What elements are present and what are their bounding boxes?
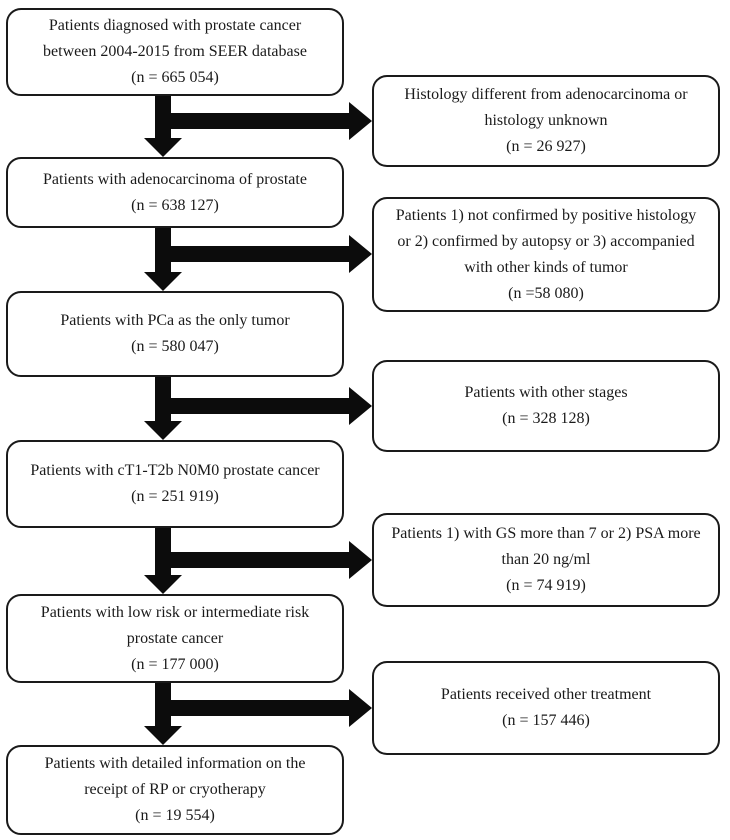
box-line: Histology different from adenocarcinoma …	[404, 86, 688, 103]
excl-box-confirmation: Patients 1) not confirmed by positive hi…	[372, 197, 720, 312]
branch-arrow-shaft-1	[160, 113, 350, 129]
flow-box-adenocarcinoma: Patients with adenocarcinoma of prostate…	[6, 157, 344, 228]
box-line: (n = 19 554)	[135, 807, 215, 824]
box-line: Patients with cT1-T2b N0M0 prostate canc…	[30, 462, 320, 479]
down-arrowhead-1	[144, 138, 182, 157]
box-line: or 2) confirmed by autopsy or 3) accompa…	[397, 232, 695, 250]
down-arrowhead-3	[144, 421, 182, 440]
box-line: Patients received other treatment	[440, 686, 652, 703]
box-line: between 2004-2015 from SEER database	[43, 43, 307, 60]
box-line: (n = 251 919)	[131, 488, 219, 505]
branch-arrow-shaft-3	[160, 398, 350, 414]
branch-arrow-shaft-4	[160, 552, 350, 568]
box-line: (n = 177 000)	[131, 655, 219, 673]
down-arrowhead-2	[144, 272, 182, 291]
right-arrowhead-2	[349, 235, 372, 273]
excl-box-gs-psa: Patients 1) with GS more than 7 or 2) PS…	[372, 513, 720, 607]
flow-box-only-tumor: Patients with PCa as the only tumor (n = …	[6, 291, 344, 377]
down-arrowhead-4	[144, 575, 182, 594]
box-line: prostate cancer	[126, 629, 224, 647]
flow-box-low-intermediate-risk: Patients with low risk or intermediate r…	[6, 594, 344, 683]
box-line: histology unknown	[484, 112, 608, 129]
right-arrowhead-4	[349, 541, 372, 579]
box-line: Patients with adenocarcinoma of prostate	[43, 170, 307, 188]
box-line: (n = 328 128)	[502, 410, 590, 427]
box-line: (n = 665 054)	[131, 69, 219, 86]
box-line: Patients with low risk or intermediate r…	[40, 603, 310, 621]
flow-box-ct1-t2b-n0m0: Patients with cT1-T2b N0M0 prostate canc…	[6, 440, 344, 528]
box-line: Patients 1) not confirmed by positive hi…	[395, 206, 697, 224]
box-line: with other kinds of tumor	[464, 258, 628, 276]
right-arrowhead-3	[349, 387, 372, 425]
excl-box-other-stages: Patients with other stages (n = 328 128)	[372, 360, 720, 452]
box-line: (n = 157 446)	[502, 712, 590, 729]
right-arrowhead-1	[349, 102, 372, 140]
branch-arrow-shaft-2	[160, 246, 350, 262]
box-line: Patients diagnosed with prostate cancer	[48, 17, 302, 34]
flow-box-final-cohort: Patients with detailed information on th…	[6, 745, 344, 835]
box-line: (n = 580 047)	[131, 338, 219, 355]
box-line: (n = 26 927)	[506, 138, 586, 155]
box-line: receipt of RP or cryotherapy	[84, 781, 266, 798]
down-arrowhead-5	[144, 726, 182, 745]
box-line: (n = 638 127)	[131, 196, 219, 214]
flow-box-source-cohort: Patients diagnosed with prostate cancer b…	[6, 8, 344, 96]
box-line: Patients with detailed information on th…	[44, 755, 306, 772]
box-line: (n = 74 919)	[506, 577, 586, 594]
branch-arrow-shaft-5	[160, 700, 350, 716]
excl-box-histology: Histology different from adenocarcinoma …	[372, 75, 720, 167]
box-line: Patients 1) with GS more than 7 or 2) PS…	[391, 525, 701, 542]
box-line: than 20 ng/ml	[501, 551, 591, 568]
box-line: Patients with other stages	[464, 384, 628, 401]
box-line: (n =58 080)	[508, 284, 584, 302]
excl-box-other-treatment: Patients received other treatment (n = 15…	[372, 661, 720, 755]
right-arrowhead-5	[349, 689, 372, 727]
box-line: Patients with PCa as the only tumor	[60, 312, 290, 329]
